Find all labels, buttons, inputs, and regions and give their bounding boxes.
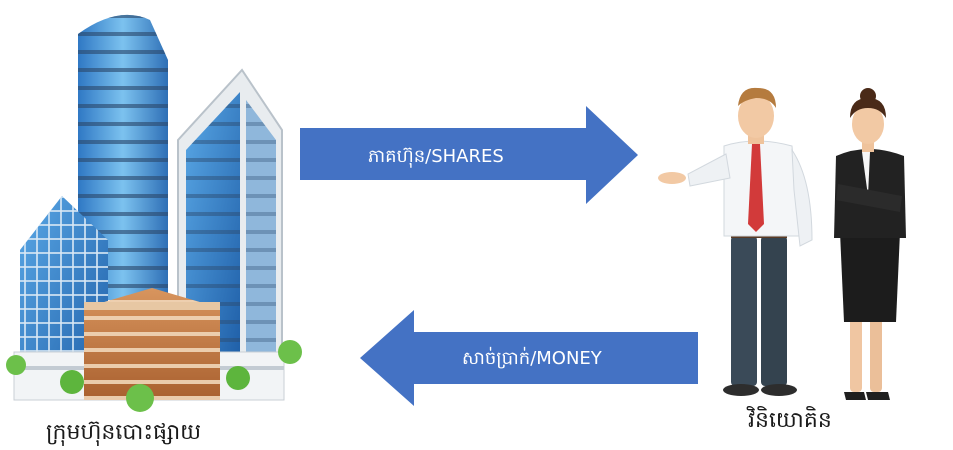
businesswoman-icon: [834, 88, 906, 400]
money-arrow-label: សាច់ប្រាក់/MONEY: [462, 348, 602, 369]
shares-arrow-label: ភាគហ៊ុន/SHARES: [368, 146, 504, 167]
investors-label: វិនិយោគិន: [748, 408, 832, 433]
office-buildings-icon: [6, 14, 302, 412]
shares-arrow: [300, 106, 638, 204]
businessman-icon: [658, 87, 813, 396]
money-arrow: [360, 310, 698, 406]
company-label: ក្រុមហ៊ុនបោះផ្សាយ: [46, 420, 202, 445]
